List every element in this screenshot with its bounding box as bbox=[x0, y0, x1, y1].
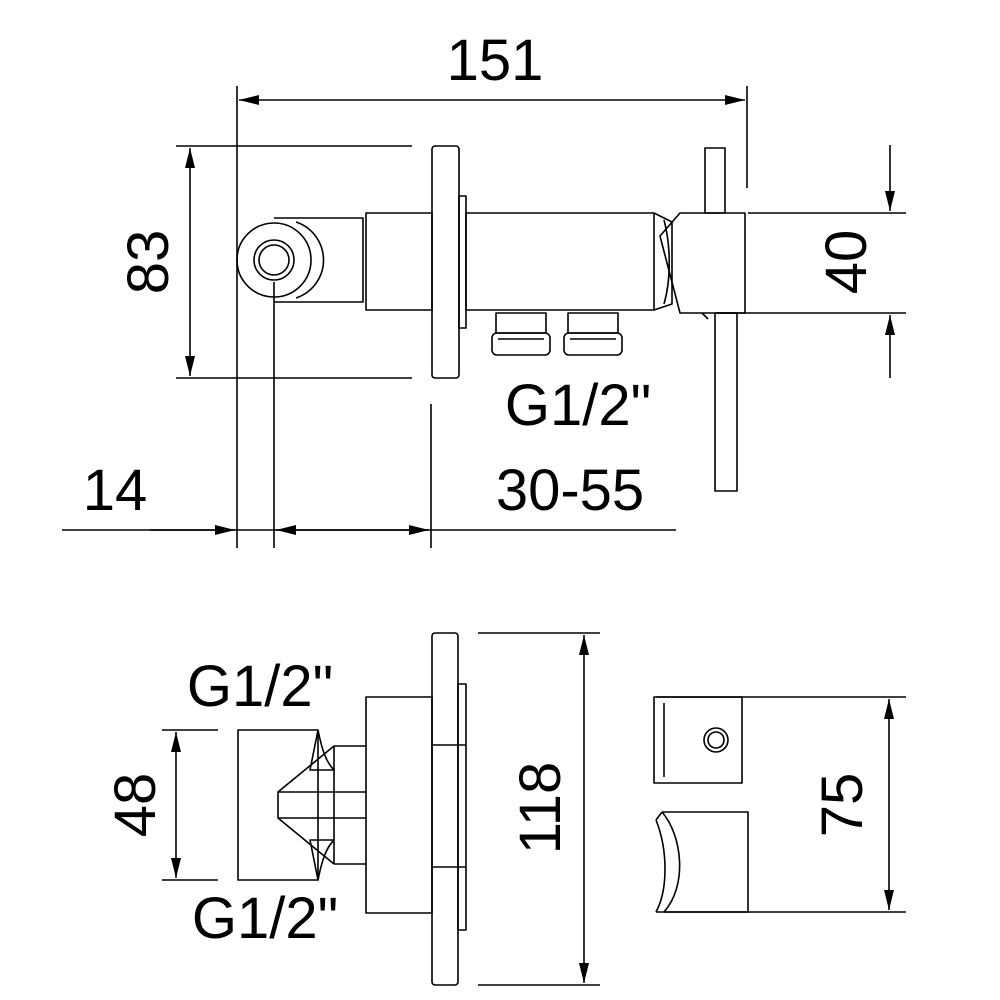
label-40: 40 bbox=[814, 230, 879, 295]
dimension-40 bbox=[715, 145, 906, 378]
side-outlet bbox=[236, 217, 364, 303]
valve-cone bbox=[655, 811, 749, 913]
valve-body bbox=[365, 212, 433, 311]
dimension-labels: 151 83 40 G1/2" 14 30-55 G1/2" G1/2" 48 … bbox=[83, 28, 879, 951]
label-75: 75 bbox=[810, 773, 875, 838]
label-thread-side-bottom: G1/2" bbox=[192, 886, 338, 951]
wall-plate bbox=[431, 145, 467, 379]
label-118: 118 bbox=[508, 762, 573, 854]
label-thread-top-view: G1/2" bbox=[505, 373, 651, 438]
dimension-118 bbox=[478, 632, 600, 986]
side-view bbox=[162, 632, 906, 986]
label-thread-side-top: G1/2" bbox=[187, 654, 333, 719]
wall-plate-side bbox=[431, 632, 467, 986]
handle-hub bbox=[653, 696, 743, 784]
dimension-48 bbox=[162, 729, 218, 881]
valve-barrel bbox=[465, 212, 655, 311]
top-view bbox=[62, 86, 906, 548]
dimension-14-30-55 bbox=[62, 282, 676, 548]
label-83: 83 bbox=[116, 230, 181, 295]
inlet-connector bbox=[237, 729, 366, 881]
label-48: 48 bbox=[103, 773, 168, 838]
dimension-83 bbox=[176, 145, 412, 379]
dimension-151 bbox=[236, 86, 748, 548]
label-30-55: 30-55 bbox=[496, 458, 644, 523]
label-14: 14 bbox=[83, 458, 148, 523]
valve-body-side bbox=[365, 696, 433, 914]
label-151: 151 bbox=[447, 28, 544, 93]
inlet-nuts bbox=[491, 312, 623, 356]
handle-assembly bbox=[653, 147, 746, 492]
